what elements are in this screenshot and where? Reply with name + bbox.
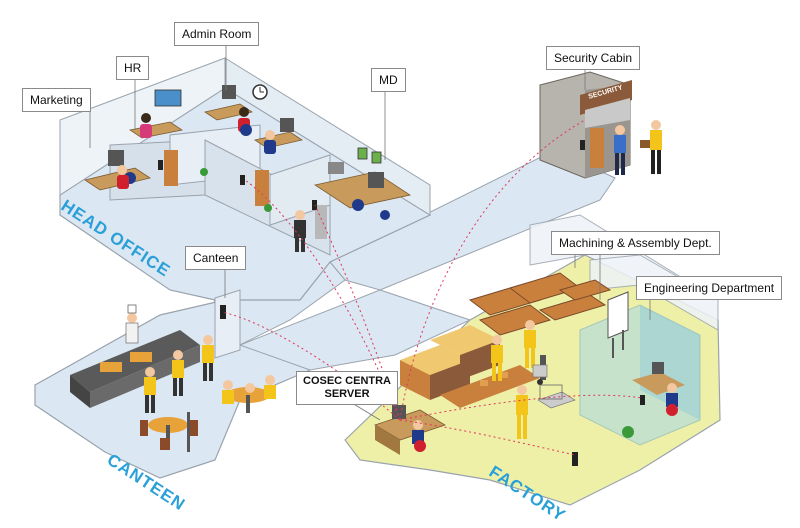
callout-leaders — [89, 46, 651, 421]
staff-person — [640, 120, 662, 174]
access-reader — [240, 175, 245, 185]
plant — [264, 204, 272, 212]
conveyor-belt — [440, 365, 540, 408]
access-reader — [312, 200, 317, 210]
canteen-factory-corridor — [238, 289, 472, 371]
callout-machining-assembly: Machining & Assembly Dept. — [551, 231, 720, 255]
callout-canteen: Canteen — [185, 246, 247, 270]
security-cabin — [539, 71, 632, 179]
production-machines — [400, 325, 500, 400]
marketing-workstation — [84, 150, 151, 191]
security-guard — [614, 125, 626, 175]
chef — [125, 304, 139, 344]
dining-table-2 — [222, 375, 276, 413]
engineering-glass-room — [579, 304, 701, 446]
access-reader — [158, 160, 163, 170]
factory-workers — [491, 320, 536, 439]
callout-md: MD — [371, 68, 406, 92]
door-hr — [164, 150, 178, 186]
hr-workstation — [128, 113, 184, 139]
plant — [200, 168, 208, 176]
hand-truck — [532, 355, 548, 385]
parts-trolley — [537, 384, 576, 409]
admin-workstation-2 — [254, 118, 303, 154]
shelving-racks — [468, 272, 612, 336]
wall-picture — [371, 151, 382, 164]
server-label: COSEC CENTRA SERVER — [296, 371, 399, 405]
server-label-line2: SERVER — [324, 388, 370, 400]
access-reader — [572, 452, 578, 466]
admin-workstation — [204, 85, 253, 136]
access-reader — [640, 395, 645, 405]
md-workstation — [313, 162, 412, 220]
world-map — [154, 89, 182, 107]
door-admin — [255, 170, 269, 206]
canteen-wall — [214, 289, 241, 359]
dining-table — [140, 417, 198, 450]
callout-hr: HR — [116, 56, 150, 80]
callout-admin-room: Admin Room — [174, 22, 260, 46]
visitor-person — [294, 210, 306, 252]
whiteboard — [607, 291, 629, 358]
callout-marketing: Marketing — [22, 88, 91, 112]
callout-engineering: Engineering Department — [636, 276, 783, 300]
callout-security-cabin: Security Cabin — [546, 46, 641, 70]
door-md — [315, 205, 327, 239]
stand-pole — [187, 412, 190, 452]
server-desk — [374, 405, 446, 455]
server-label-line1: COSEC CENTRA — [303, 375, 392, 387]
wall-picture — [357, 147, 368, 160]
network-links — [221, 119, 643, 456]
canteen-staff — [144, 335, 214, 413]
